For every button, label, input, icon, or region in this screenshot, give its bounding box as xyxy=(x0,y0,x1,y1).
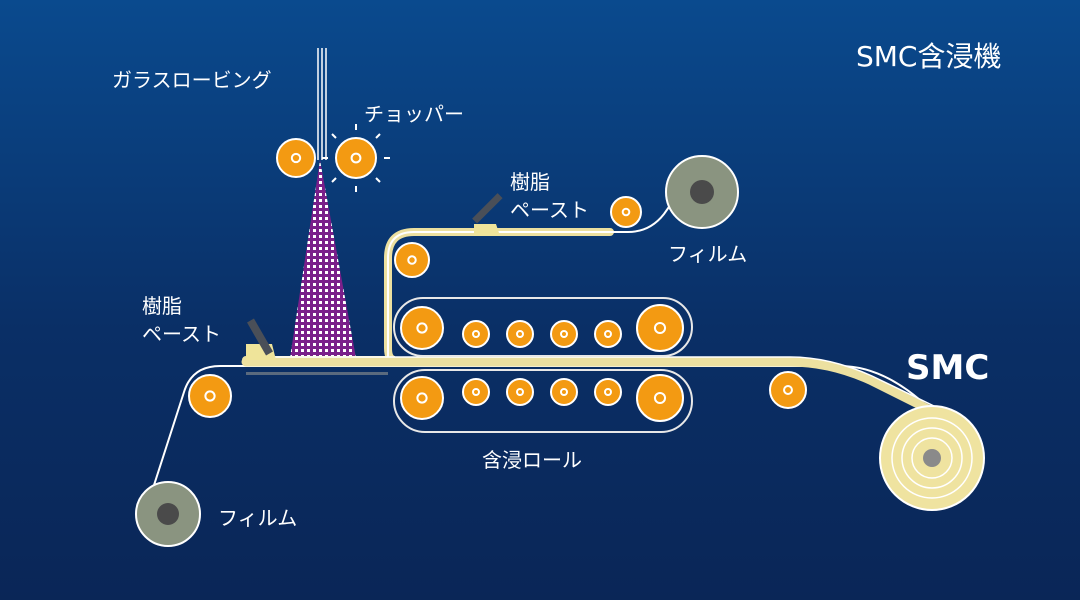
film-reel-bottom-icon xyxy=(135,481,201,547)
resin-paste-top-label-line2: ペースト xyxy=(510,198,589,222)
lower-belt-roller-1-icon xyxy=(400,376,444,420)
carrier-plate xyxy=(246,372,388,375)
smc-label: SMC xyxy=(906,348,990,388)
bottom-film-path xyxy=(145,365,941,511)
upper-belt-roller-6-icon xyxy=(636,304,684,352)
film-top-label: フィルム xyxy=(668,242,748,266)
machine-title: SMC含浸機 xyxy=(856,40,1002,73)
top-film-path xyxy=(387,179,689,362)
upper-impregnation-belt xyxy=(393,297,693,357)
lower-belt-roller-2-icon xyxy=(462,378,490,406)
lower-belt-roller-5-icon xyxy=(594,378,622,406)
lower-belt-roller-4-icon xyxy=(550,378,578,406)
glass-roving-label: ガラスロービング xyxy=(112,68,272,92)
top-film-roller-icon xyxy=(610,196,642,228)
lower-belt-roller-6-icon xyxy=(636,374,684,422)
chopper-label: チョッパー xyxy=(364,102,464,126)
bottom-film-roller-icon xyxy=(188,374,232,418)
upper-belt-roller-4-icon xyxy=(550,320,578,348)
film-bottom-label: フィルム xyxy=(218,506,298,530)
chopper-roller-icon xyxy=(335,137,377,179)
smc-coil-icon xyxy=(879,405,985,511)
upper-belt-roller-3-icon xyxy=(506,320,534,348)
smc-output-band xyxy=(241,357,935,415)
smc-output-edge xyxy=(246,356,935,407)
rollers xyxy=(188,137,807,422)
lower-belt-roller-3-icon xyxy=(506,378,534,406)
impregnation-rolls-label: 含浸ロール xyxy=(482,448,582,472)
glass-roving-strands xyxy=(317,48,327,160)
entry-roller-icon xyxy=(394,242,430,278)
paste-blade-left-icon xyxy=(246,318,276,360)
paste-blade-top-icon xyxy=(472,193,503,236)
lower-impregnation-belt xyxy=(393,369,693,433)
film-reel-top-icon xyxy=(665,155,739,229)
resin-paste-left-label-line1: 樹脂 xyxy=(142,294,182,318)
upper-belt-roller-2-icon xyxy=(462,320,490,348)
resin-paste-top-label-line1: 樹脂 xyxy=(510,170,550,194)
upper-belt-roller-1-icon xyxy=(400,306,444,350)
chopper-rays xyxy=(322,124,390,192)
output-roller-icon xyxy=(769,371,807,409)
feed-roller-icon xyxy=(276,138,316,178)
chopped-fiber-cone xyxy=(290,160,356,358)
upper-belt-roller-5-icon xyxy=(594,320,622,348)
resin-paste-left-label-line2: ペースト xyxy=(142,322,221,346)
